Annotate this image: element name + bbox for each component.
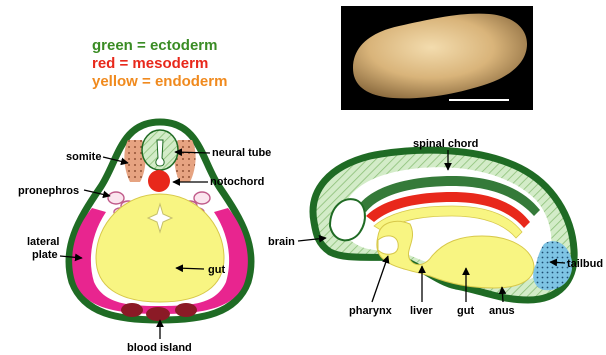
- label-gut-cross: gut: [208, 264, 225, 276]
- label-pronephros: pronephros: [18, 185, 79, 197]
- notochord-shape: [148, 170, 170, 192]
- label-pharynx: pharynx: [349, 305, 393, 317]
- label-neural-tube: neural tube: [212, 147, 271, 159]
- label-liver: liver: [410, 305, 433, 317]
- label-lateral-plate-line1: lateral: [27, 236, 59, 248]
- label-blood-island: blood island: [127, 342, 192, 354]
- label-notochord: notochord: [210, 176, 264, 188]
- label-gut-sagittal: gut: [457, 305, 474, 317]
- label-spinal-chord: spinal chord: [413, 138, 478, 150]
- label-anus: anus: [489, 305, 515, 317]
- cross-section: somite neural tube pronephros notochord …: [18, 122, 271, 354]
- label-somite: somite: [66, 151, 101, 163]
- label-lateral-plate-line2: plate: [32, 249, 58, 261]
- pharynx-shape: [378, 236, 398, 254]
- label-brain: brain: [268, 236, 295, 248]
- sagittal-section: spinal chord brain tailbud pharynx liver…: [268, 138, 603, 317]
- label-tailbud: tailbud: [567, 258, 603, 270]
